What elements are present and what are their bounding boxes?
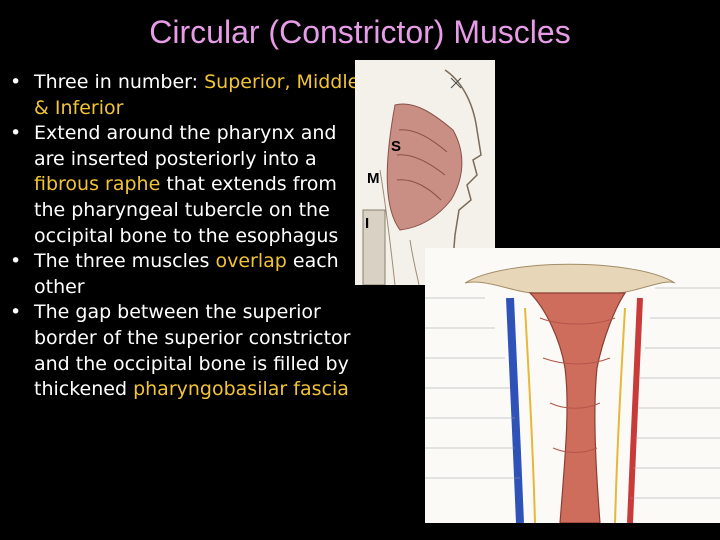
label-middle: M <box>367 170 380 187</box>
slide-title: Circular (Constrictor) Muscles <box>149 14 571 50</box>
bullet-item: • Extend around the pharynx and are inser… <box>10 121 370 249</box>
bullet-marker: • <box>10 71 22 93</box>
bullet-marker: • <box>10 250 22 273</box>
highlighted-term: Superior, Middle & Inferior <box>34 71 360 119</box>
lateral-pharynx-drawing <box>362 69 482 286</box>
bullet-marker: • <box>10 301 22 324</box>
highlighted-term: fibrous raphe <box>34 173 161 196</box>
bullet-list: • Three in number: Superior, Middle & Inf… <box>10 70 370 403</box>
highlighted-term: overlap <box>215 250 287 273</box>
label-superior: S <box>391 138 402 155</box>
bullet-text: that extends from the pharyngeal tubercl… <box>34 173 339 247</box>
lateral-pharynx-illustration: S M I <box>355 60 495 286</box>
bullet-text: The three muscles <box>34 250 216 273</box>
bullet-item: • The three muscles overlap each other <box>10 249 370 300</box>
label-inferior: I <box>365 215 370 232</box>
bullet-item: • The gap between the superior border of … <box>10 300 370 402</box>
bullet-item: • Three in number: Superior, Middle & Inf… <box>10 70 370 121</box>
bullet-marker: • <box>10 122 22 145</box>
highlighted-term: pharyngobasilar fascia <box>133 378 349 401</box>
bullet-text: Three in number: <box>34 71 205 93</box>
bullet-text: each other <box>34 250 339 298</box>
posterior-pharynx-illustration <box>425 248 720 524</box>
bullet-text: Extend around the pharynx and are insert… <box>34 122 337 170</box>
posterior-pharynx-drawing <box>425 248 720 524</box>
bullet-text: The gap between the superior border of t… <box>34 301 351 401</box>
